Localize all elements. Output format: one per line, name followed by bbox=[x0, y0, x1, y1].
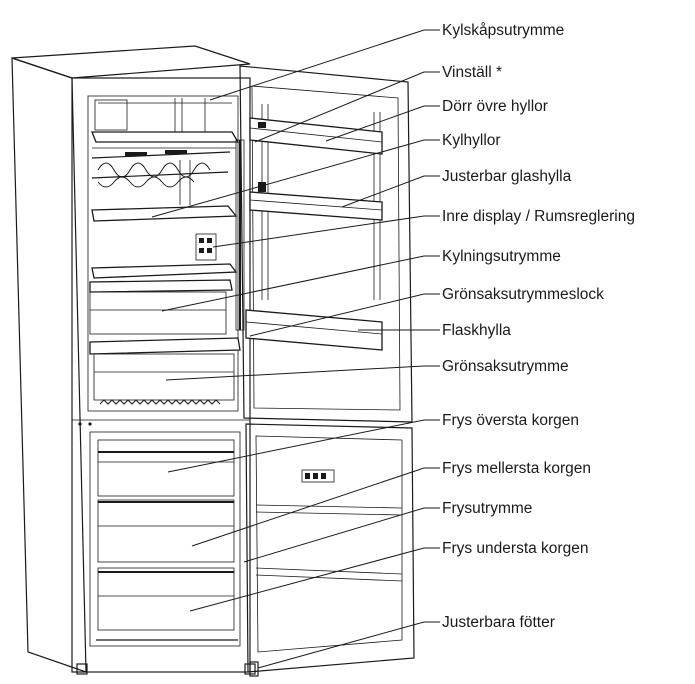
label-crisper: Grönsaksutrymme bbox=[442, 358, 569, 375]
label-freezer-bottom-basket: Frys understa korgen bbox=[442, 540, 588, 557]
crisper-drawer bbox=[93, 353, 235, 405]
label-adjustable-glass-shelf: Justerbar glashylla bbox=[442, 168, 572, 185]
freezer-door bbox=[245, 423, 415, 677]
door-upper-shelf bbox=[249, 117, 383, 155]
freezer-drawers bbox=[96, 439, 238, 641]
door-middle-shelf bbox=[249, 182, 383, 221]
label-adjustable-feet: Justerbara fötter bbox=[442, 614, 555, 631]
label-bottle-shelf: Flaskhylla bbox=[442, 322, 511, 339]
label-freezer-top-basket: Frys översta korgen bbox=[442, 412, 579, 429]
fridge-door bbox=[235, 65, 413, 423]
label-crisper-lid: Grönsaksutrymmeslock bbox=[442, 286, 604, 303]
fridge-cabinet bbox=[11, 45, 256, 675]
wine-rack bbox=[91, 150, 231, 205]
label-wine-rack: Vinställ * bbox=[442, 64, 502, 81]
callout-labels: Kylskåpsutrymme Vinställ * Dörr övre hyl… bbox=[442, 22, 635, 631]
door-bottle-shelf bbox=[245, 309, 383, 351]
label-chiller-compartment: Kylningsutrymme bbox=[442, 248, 561, 265]
leader-lines bbox=[151, 29, 440, 669]
label-door-upper-shelves: Dörr övre hyllor bbox=[442, 98, 548, 115]
label-freezer-compartment: Frysutrymme bbox=[442, 500, 532, 517]
label-fridge-shelves: Kylhyllor bbox=[442, 132, 501, 149]
chiller-drawer bbox=[89, 279, 233, 335]
label-inner-display: Inre display / Rumsreglering bbox=[442, 208, 635, 225]
label-fridge-compartment: Kylskåpsutrymme bbox=[442, 22, 564, 39]
label-freezer-middle-basket: Frys mellersta korgen bbox=[442, 460, 591, 477]
